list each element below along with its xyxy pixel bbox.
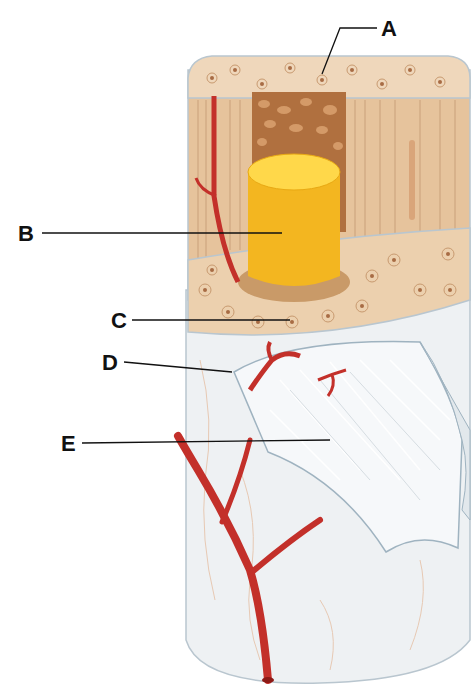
periosteum-flap [420,342,470,520]
central-canal [409,140,415,220]
periosteal-vessel [250,354,300,390]
part-letter: B [18,223,34,245]
vessel-branch [252,520,320,572]
leader-line [82,440,330,443]
leader-line [322,28,377,74]
top-face [188,56,470,98]
part-letter: E [61,433,76,455]
fibrous-layer [234,342,462,552]
vessel-branch [318,370,346,396]
vessel-branch [222,440,250,522]
fibers [270,360,450,480]
bone-shaft [186,290,470,683]
main-vessel [178,436,268,680]
trabeculae [257,98,343,150]
canals-top [210,66,442,86]
osteons-top [207,63,445,89]
vessel-branch [268,342,272,360]
part-letter: C [111,310,127,332]
leader-lines [42,28,377,443]
marrow-top [248,154,340,190]
part-letter: A [381,18,397,40]
fiber-shading [290,372,440,500]
part-letter: D [102,352,118,374]
leader-line [42,232,282,233]
vessel-opening [262,677,274,683]
leader-line [132,319,290,320]
leader-line [124,362,232,372]
nutrient-vessel [214,96,238,282]
vessel-branch [196,178,216,196]
